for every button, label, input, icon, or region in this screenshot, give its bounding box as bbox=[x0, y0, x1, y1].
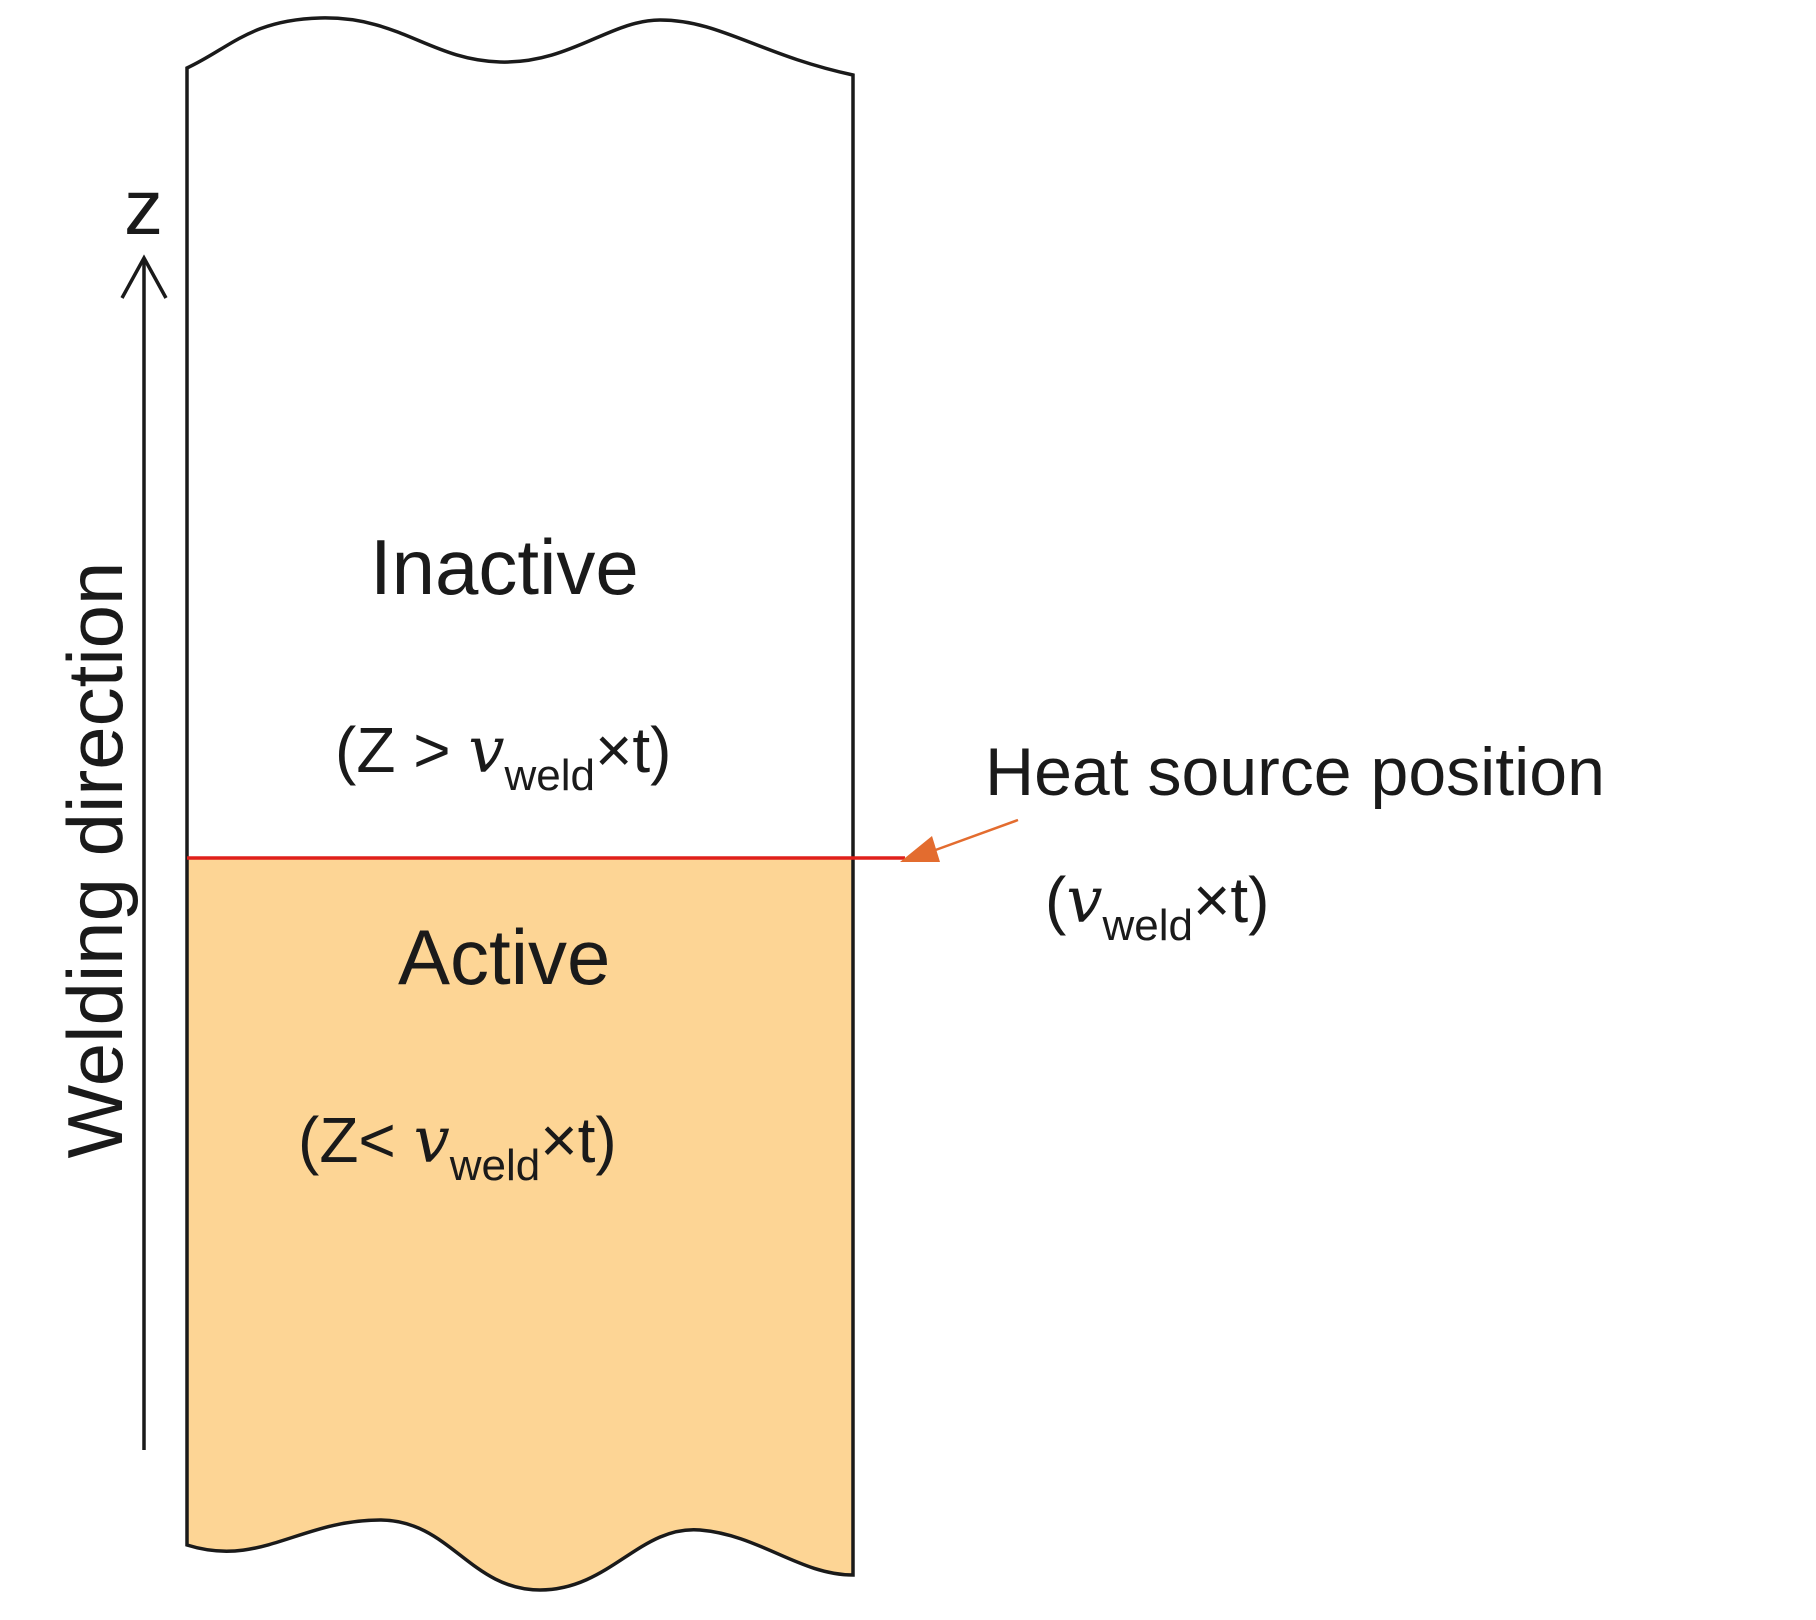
inactive-condition: (Z > vweld×t) bbox=[335, 714, 672, 800]
heat-source-pointer bbox=[929, 818, 1019, 854]
heat-source-arrowhead bbox=[900, 836, 940, 862]
axis-label-z: z bbox=[124, 163, 163, 251]
heat-source-label: Heat source position bbox=[985, 734, 1605, 810]
heat-source-formula: (vweld×t) bbox=[1045, 864, 1270, 950]
active-label: Active bbox=[398, 913, 611, 1001]
axis-arrowhead bbox=[120, 254, 168, 299]
inactive-label: Inactive bbox=[370, 523, 639, 611]
welding-direction-label: Welding direction bbox=[51, 561, 139, 1159]
active-region bbox=[187, 858, 853, 1590]
plate-outline bbox=[185, 16, 855, 1592]
active-condition: (Z< vweld×t) bbox=[298, 1104, 617, 1190]
